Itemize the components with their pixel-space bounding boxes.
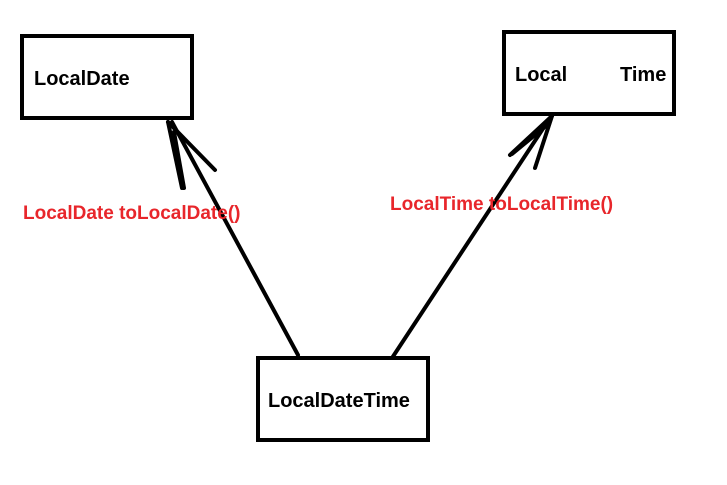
local-date-time-label: LocalDateTime [268, 390, 410, 412]
arrow-to-local-date-shaft [170, 120, 300, 357]
arrow-to-local-date [166, 120, 300, 357]
arrow-to-local-date-head-inner [172, 130, 186, 190]
to-local-date-label: LocalDate toLocalDate() [23, 203, 241, 224]
local-date-node: LocalDate [20, 34, 194, 120]
arrow-to-local-time-shaft [390, 116, 552, 360]
local-time-node: Local Time [502, 30, 676, 116]
arrow-to-local-time-head-inner [510, 124, 548, 156]
arrow-to-local-time [390, 114, 554, 360]
to-local-time-label: LocalTime toLocalTime() [390, 194, 614, 215]
local-time-label-right: Time [620, 64, 667, 86]
arrow-to-local-time-head-right [533, 114, 554, 170]
local-date-label: LocalDate [34, 68, 130, 90]
arrow-to-local-date-head-left [166, 120, 184, 190]
arrow-to-local-date-head-right [166, 120, 217, 172]
local-time-label-left: Local [515, 64, 568, 86]
local-date-time-node: LocalDateTime [256, 356, 430, 442]
